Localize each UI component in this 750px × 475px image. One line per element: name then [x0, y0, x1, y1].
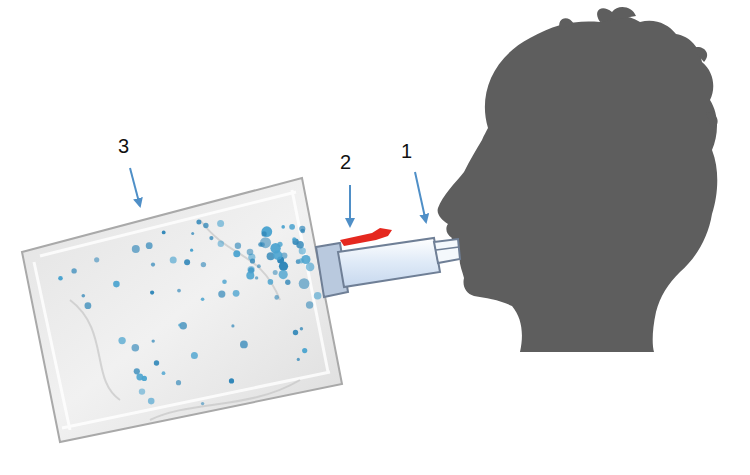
- droplet: [274, 295, 279, 300]
- droplet: [94, 257, 99, 262]
- droplet: [196, 220, 201, 225]
- callout-arrow: [130, 168, 140, 206]
- droplet: [162, 231, 166, 235]
- droplet: [139, 388, 145, 394]
- droplet: [279, 270, 288, 279]
- callout-number: 3: [118, 136, 129, 156]
- droplet: [268, 279, 274, 285]
- valve-body: [338, 238, 440, 287]
- droplet: [281, 225, 285, 229]
- droplet: [299, 278, 310, 289]
- droplet: [154, 360, 159, 365]
- droplet: [297, 358, 300, 361]
- droplet: [146, 242, 153, 249]
- droplet: [191, 352, 198, 359]
- droplet: [85, 302, 92, 309]
- droplet: [201, 402, 204, 405]
- droplet: [260, 237, 271, 248]
- droplet: [184, 259, 190, 265]
- droplet: [203, 223, 208, 228]
- droplet: [191, 232, 194, 235]
- droplet: [71, 268, 76, 273]
- droplet: [250, 258, 255, 263]
- droplet: [289, 224, 295, 230]
- droplet: [118, 337, 125, 344]
- droplet: [152, 339, 155, 342]
- droplet: [217, 220, 224, 227]
- droplet: [209, 236, 213, 240]
- droplet: [247, 266, 254, 273]
- callout-arrow: [349, 185, 351, 226]
- droplet: [82, 294, 86, 298]
- droplet: [296, 241, 304, 249]
- droplet: [190, 249, 193, 252]
- droplet: [201, 298, 205, 302]
- droplet: [247, 249, 254, 256]
- droplet: [176, 380, 181, 385]
- droplet: [218, 291, 225, 298]
- droplet: [178, 323, 181, 326]
- droplet: [231, 324, 234, 327]
- droplet: [132, 344, 140, 352]
- droplet: [136, 374, 143, 381]
- droplet: [132, 245, 140, 253]
- droplet: [240, 341, 248, 349]
- droplet: [233, 290, 240, 297]
- droplet: [162, 371, 166, 375]
- breath-droplets: [58, 220, 321, 406]
- droplet: [151, 263, 155, 267]
- droplet: [257, 264, 261, 268]
- droplet: [302, 348, 307, 353]
- droplet: [58, 276, 63, 281]
- droplet: [170, 257, 177, 264]
- droplet: [148, 398, 155, 405]
- droplet: [261, 226, 272, 237]
- callout-number: 1: [401, 141, 412, 161]
- droplet: [300, 327, 303, 330]
- droplet: [301, 255, 310, 264]
- droplet: [292, 237, 296, 241]
- callout-number: 2: [340, 152, 351, 172]
- droplet: [177, 289, 181, 293]
- droplet: [262, 231, 267, 236]
- sample-bag: [22, 178, 342, 442]
- droplet: [273, 270, 278, 275]
- head-silhouette: [438, 16, 718, 352]
- droplet: [201, 262, 206, 267]
- droplet: [293, 330, 298, 335]
- droplet: [218, 241, 224, 247]
- droplet: [233, 250, 240, 257]
- droplet: [134, 368, 140, 374]
- droplet: [255, 276, 258, 279]
- valve-handle: [340, 228, 392, 246]
- droplet: [113, 281, 120, 288]
- droplet: [222, 279, 227, 284]
- droplet: [299, 226, 305, 232]
- droplet: [235, 243, 241, 249]
- droplet: [273, 251, 282, 260]
- droplet: [229, 378, 234, 383]
- mouthpiece: [434, 239, 460, 263]
- droplet: [306, 301, 313, 308]
- droplet: [314, 292, 322, 300]
- callout-arrow: [415, 172, 426, 222]
- droplet: [150, 291, 154, 295]
- droplet: [285, 280, 290, 285]
